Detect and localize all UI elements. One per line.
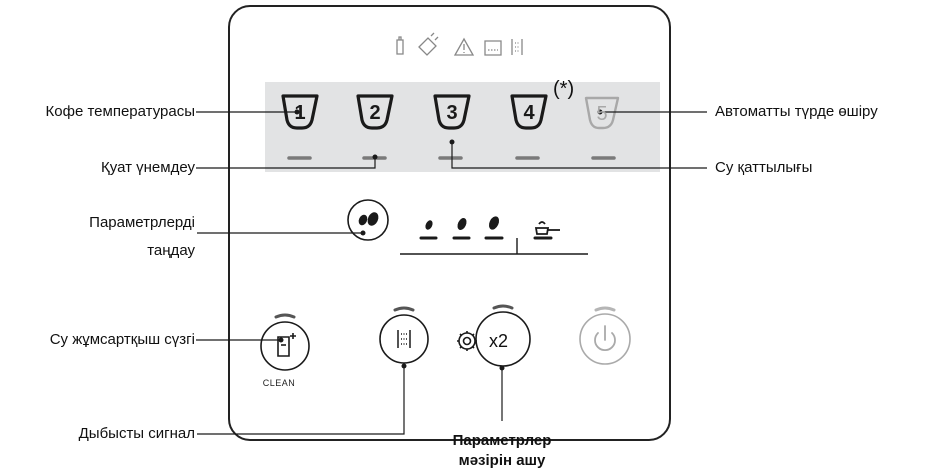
bean-strength-3-icon [488, 216, 500, 230]
footnote-mark: (*) [553, 78, 575, 100]
water-filter-led [274, 313, 296, 319]
filter-icon [277, 333, 296, 357]
cup-2-number: 2 [369, 102, 380, 124]
cup-2-icon[interactable] [356, 94, 394, 130]
clean-label: CLEAN [262, 378, 296, 388]
power-icon [594, 325, 616, 352]
select-parameters-label-line1: Параметрлерді [89, 214, 195, 231]
control-panel [228, 5, 671, 441]
beep-signal-label: Дыбысты сигнал [78, 425, 195, 442]
open-menu-label-line2: мәзірін ашу [458, 452, 546, 469]
select-parameters-label-line2: таңдау [147, 242, 195, 259]
cup-5-number: 5 [596, 103, 607, 125]
open-menu-label-line1: Параметрлер [452, 432, 552, 449]
cup-3-number: 3 [446, 102, 457, 124]
cup-5-icon[interactable] [584, 96, 620, 130]
pour-icon [418, 32, 439, 56]
cup-1-icon[interactable] [281, 94, 319, 130]
leader-lines [196, 111, 707, 435]
bean-strength-1-icon [425, 220, 433, 230]
sound-icon [511, 39, 523, 55]
menu-button-text: x2 [489, 331, 509, 351]
power-led [594, 306, 616, 312]
cup-4-number: 4 [523, 102, 535, 124]
coffee-temperature-label: Кофе температурасы [45, 103, 195, 120]
cup-4-icon[interactable] [510, 94, 548, 130]
beans-icon [358, 212, 379, 226]
leader-dots [278, 109, 603, 371]
bean-strength-2-icon [457, 218, 467, 230]
menu-led [492, 304, 514, 310]
energy-saving-label: Қуат үнемдеу [101, 159, 195, 176]
ground-coffee-icon [534, 221, 560, 235]
sound-led [393, 306, 415, 312]
water-hardness-label: Су қаттылығы [715, 159, 813, 176]
descale-icon [396, 36, 404, 55]
cup-3-icon[interactable] [433, 94, 471, 130]
gear-icon [457, 331, 477, 351]
warning-icon [453, 37, 475, 56]
sound-button-icon [397, 330, 411, 348]
water-tank-icon [484, 40, 502, 56]
auto-off-label: Автоматты түрде өшіру [715, 103, 878, 120]
strength-baseline [400, 238, 588, 255]
water-softener-label: Су жұмсартқыш сүзгі [49, 331, 195, 348]
water-filter-button[interactable] [260, 321, 310, 371]
cup-1-number: 1 [294, 102, 305, 124]
